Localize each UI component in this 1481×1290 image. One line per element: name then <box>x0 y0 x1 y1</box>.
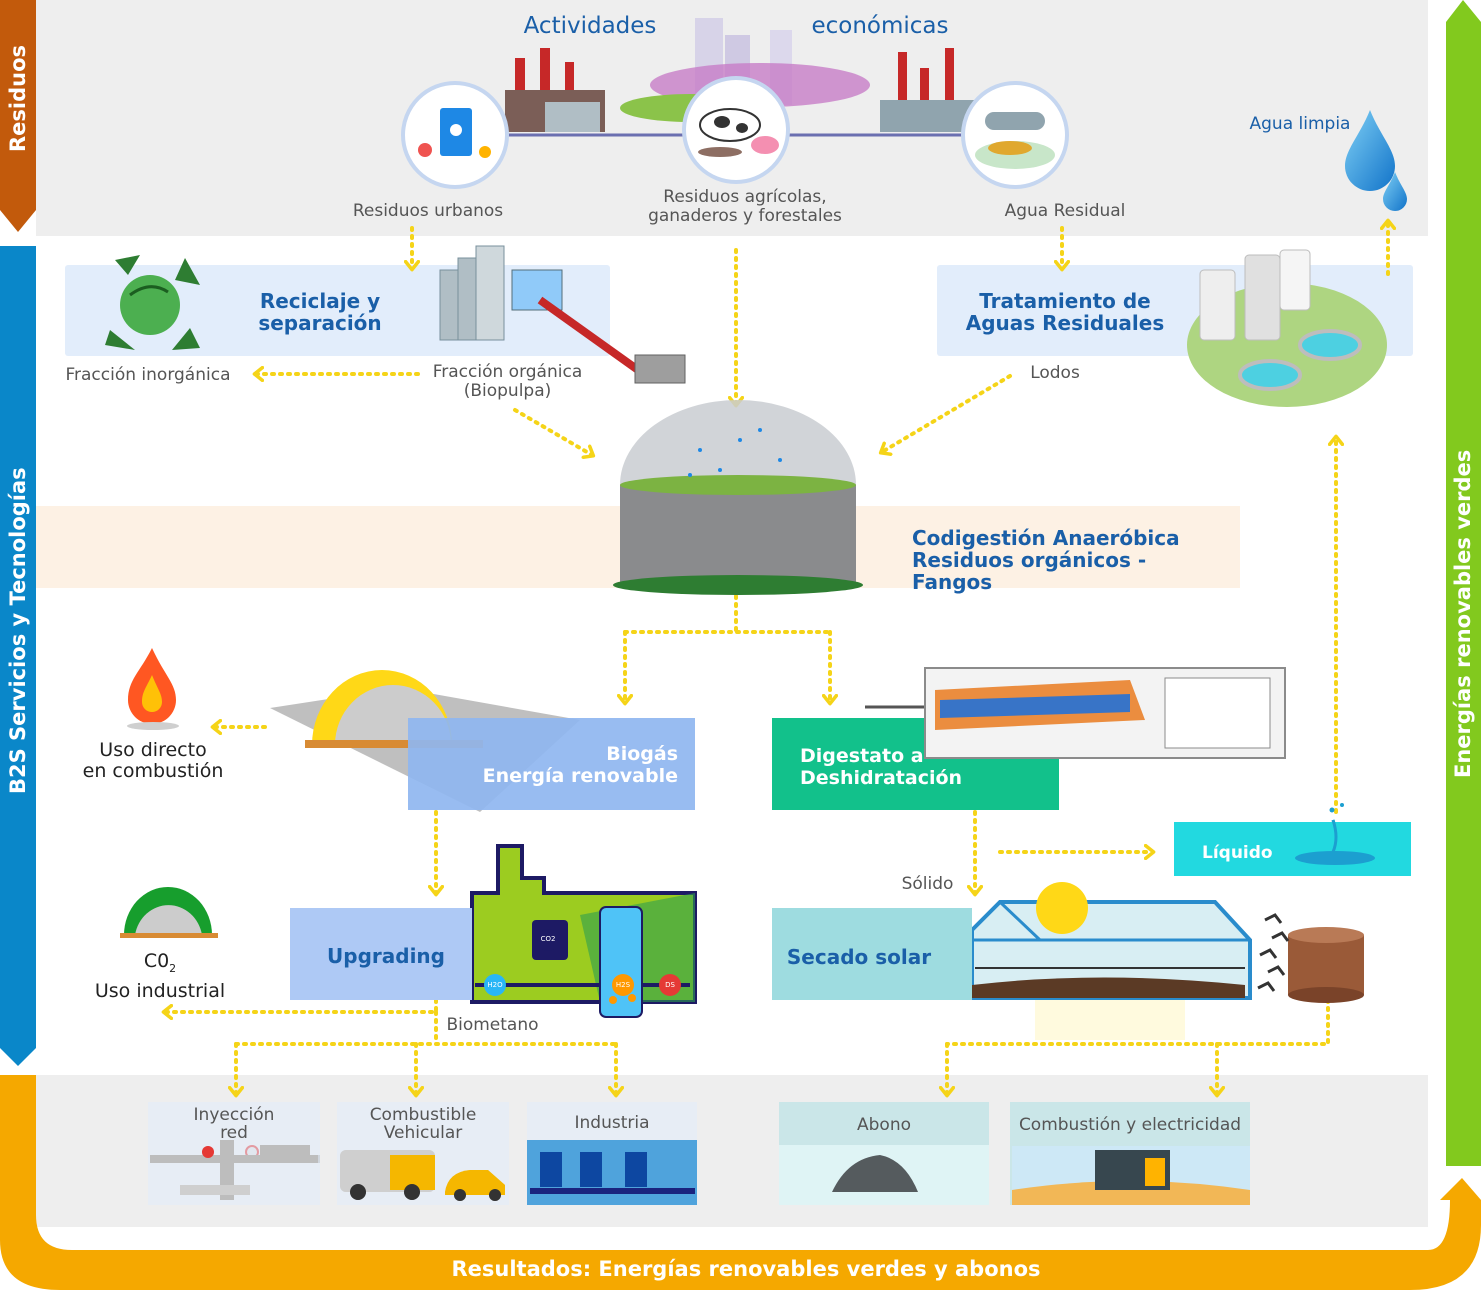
card-industria: Industria <box>527 1102 697 1205</box>
flow-arrows <box>165 222 1388 1094</box>
label-agua-residual: Agua Residual <box>1004 201 1126 221</box>
title-codigestion-1: Codigestión Anaeróbica <box>912 526 1180 550</box>
circle-urbanos <box>401 81 509 189</box>
label-co2-industrial: C02 Uso industrial <box>70 950 250 1002</box>
title-codigestion: Codigestión Anaeróbica Residuos orgánico… <box>912 527 1232 593</box>
title-reciclaje-2: separación <box>258 311 382 335</box>
icon-label-ds: DS <box>665 981 675 989</box>
title-biogas-1: Biogás <box>606 743 678 765</box>
greenhouse-illustration <box>970 882 1252 1040</box>
energias-band <box>1446 0 1481 1166</box>
upgrading-plant-illustration <box>470 844 697 1018</box>
label-fraccion-organica-2: (Biopulpa) <box>463 381 552 401</box>
water-drops-icon <box>1345 110 1407 211</box>
energias-band-label: Energías renovables verdes <box>1451 449 1475 778</box>
label-uso-directo-1: Uso directo <box>99 739 207 761</box>
title-tratamiento-2: Aguas Residuales <box>965 311 1165 335</box>
title-tratamiento: Tratamiento de Aguas Residuales <box>960 290 1170 334</box>
b2s-band <box>0 246 36 1066</box>
label-biometano: Biometano <box>446 1015 539 1035</box>
secado-box <box>772 908 972 1000</box>
header-actividades: Actividades <box>523 13 657 39</box>
label-fraccion-inorganica: Fracción inorgánica <box>65 365 231 385</box>
label-solido: Sólido <box>901 874 954 894</box>
header-economicas: económicas <box>811 13 949 39</box>
treatment-plant-illustration <box>1187 249 1387 407</box>
card-combustion: Combustión y electricidad <box>1010 1102 1250 1205</box>
label-co2-main: C0 <box>143 950 170 972</box>
separation-plant-illustration <box>439 245 686 384</box>
card-industria-label: Industria <box>574 1113 650 1133</box>
title-liquido: Líquido <box>1202 843 1273 863</box>
title-reciclaje-1: Reciclaje y <box>259 289 381 313</box>
fire-icon <box>127 648 179 730</box>
title-codigestion-2: Residuos orgánicos - Fangos <box>912 548 1147 594</box>
b2s-band-label: B2S Servicios y Tecnologías <box>6 467 30 794</box>
resultados-band <box>0 1075 1481 1290</box>
card-combustible-label-1: Combustible <box>369 1105 477 1125</box>
residuos-band-label: Residuos <box>6 44 30 152</box>
title-biogas: Biogás Energía renovable <box>440 743 678 787</box>
recycle-icon <box>105 255 200 350</box>
title-secado-solar: Secado solar <box>786 945 932 969</box>
upgrading-box <box>290 908 472 1000</box>
title-upgrading: Upgrading <box>327 944 445 968</box>
biogas-box <box>408 718 695 810</box>
card-combustible-label-2: Vehicular <box>383 1123 463 1143</box>
title-tratamiento-1: Tratamiento de <box>979 289 1151 313</box>
circle-agua-residual <box>961 81 1069 189</box>
label-fraccion-organica-1: Fracción orgánica <box>432 362 583 382</box>
card-inyeccion-label-2: red <box>220 1123 248 1143</box>
card-abono-label: Abono <box>857 1115 911 1135</box>
label-uso-industrial: Uso industrial <box>94 979 226 1002</box>
co2-holder-illustration <box>120 887 218 938</box>
circle-agricolas <box>682 76 790 184</box>
card-combustion-label: Combustión y electricidad <box>1018 1115 1242 1135</box>
label-residuos-urbanos: Residuos urbanos <box>352 201 504 221</box>
icon-label-h2s: H2S <box>615 981 631 989</box>
icon-label-h2o: H2O <box>487 981 503 989</box>
label-co2: C02 <box>143 950 177 975</box>
label-uso-directo: Uso directo en combustión <box>68 740 238 782</box>
title-digestato-1: Digestato a <box>800 745 924 767</box>
digester-tank-illustration <box>613 400 863 595</box>
residuos-band <box>0 0 36 232</box>
compost-barrel-illustration <box>1257 913 1364 1003</box>
title-digestato-2: Deshidratación <box>800 767 963 789</box>
title-digestato: Digestato a Deshidratación <box>800 745 1040 789</box>
card-inyeccion-label-1: Inyección <box>193 1105 275 1125</box>
label-fraccion-organica: Fracción orgánica (Biopulpa) <box>420 363 595 401</box>
label-lodos: Lodos <box>1030 363 1080 383</box>
label-uso-directo-2: en combustión <box>82 760 224 782</box>
label-agua-limpia: Agua limpia <box>1249 114 1351 134</box>
icon-label-co2: CO2 <box>540 935 556 943</box>
label-residuos-agricolas: Residuos agrícolas, ganaderos y forestal… <box>630 188 860 226</box>
label-agricolas-2: ganaderos y forestales <box>648 206 842 226</box>
resultados-band-label: Resultados: Energías renovables verdes y… <box>451 1257 1041 1281</box>
label-co2-sub: 2 <box>169 961 177 975</box>
card-abono: Abono <box>779 1102 989 1205</box>
title-biogas-2: Energía renovable <box>482 765 678 787</box>
liquido-box <box>1174 822 1411 876</box>
label-agricolas-1: Residuos agrícolas, <box>663 187 827 207</box>
title-reciclaje: Reciclaje y separación <box>230 290 410 334</box>
